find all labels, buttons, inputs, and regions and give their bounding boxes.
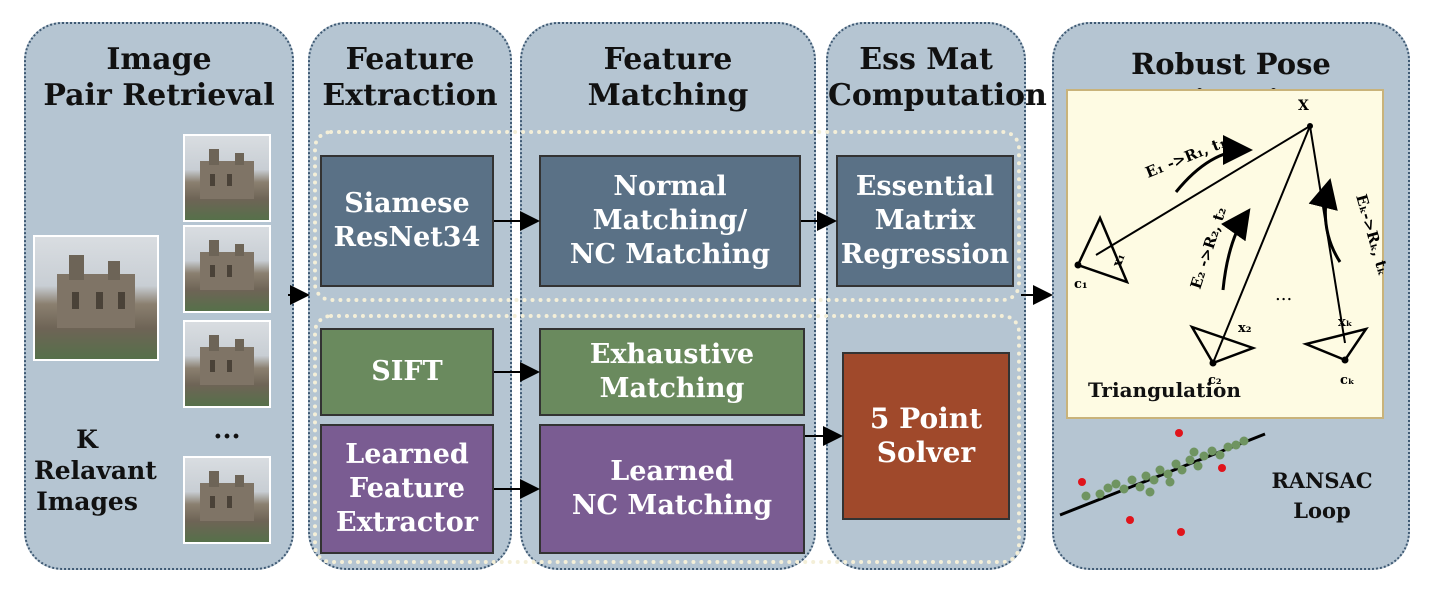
essential-matrix-regression-box: Essential Matrix Regression [836,155,1014,287]
label-dots: ... [1275,284,1292,305]
retrieved-image-2 [183,225,271,313]
ransac-loop-label: RANSAC Loop [1271,468,1373,523]
panel-title-extraction: Feature Extraction [322,42,498,113]
label-x1: x₁ [1110,251,1129,269]
triangulation-label: Triangulation [1088,378,1241,402]
panel-title-matching: Feature Matching [587,42,749,113]
ransac-inliers [1081,436,1249,501]
label-x: X [1298,98,1309,114]
learned-nc-matching-box: Learned NC Matching [539,424,805,554]
learned-feature-extractor-box: Learned Feature Extractor [320,424,494,554]
label-c2: c₂ [1208,373,1222,388]
retrieved-ellipsis: ... [213,415,241,445]
sift-box: SIFT [320,328,494,416]
learned-pipeline-group [313,130,1021,302]
siamese-resnet34-box: Siamese ResNet34 [320,155,494,287]
panel-title-essmat: Ess Mat Computation [828,42,1047,113]
label-c1: c₁ [1074,277,1088,292]
camera-c2 [1189,324,1257,365]
label-ek: Eₖ->Rₖ, tₖ [1352,192,1392,277]
classical-pipeline-group [313,314,1021,564]
query-image [33,235,159,361]
k-relevant-images-label: K Relavant Images [34,425,157,516]
ransac-outliers [1078,429,1226,536]
five-point-solver-box: 5 Point Solver [842,352,1010,520]
camera-c1 [1076,214,1130,285]
normal-matching-box: Normal Matching/ NC Matching [539,155,801,287]
retrieved-image-1 [183,134,271,222]
exhaustive-matching-box: Exhaustive Matching [539,328,805,416]
retrieved-image-k [183,456,271,544]
retrieved-image-3 [183,320,271,408]
label-ck: cₖ [1340,373,1355,388]
label-xk: xₖ [1338,315,1353,330]
panel-title-retrieval: Image Pair Retrieval [43,42,275,113]
camera-ck [1302,326,1369,362]
point-x-marker [1307,123,1313,129]
label-x2: x₂ [1238,321,1251,336]
